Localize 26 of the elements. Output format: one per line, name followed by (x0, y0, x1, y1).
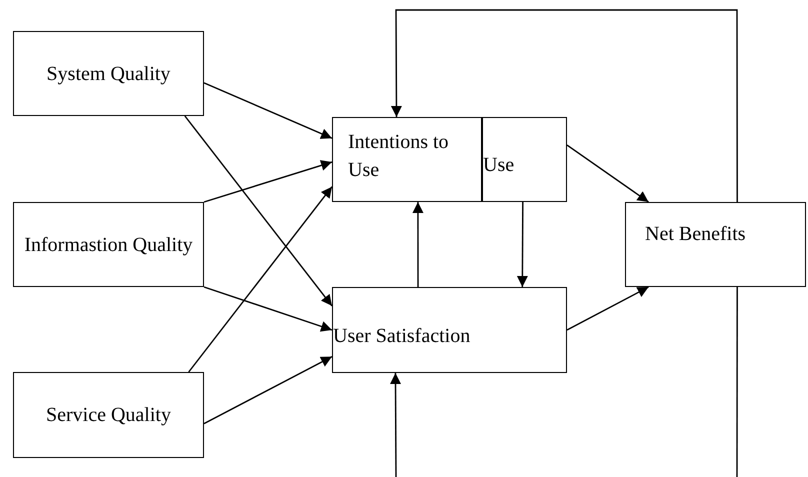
box-label: System Quality (46, 62, 170, 86)
box (625, 202, 806, 287)
arrow (204, 356, 332, 424)
box-label: Service Quality (46, 403, 171, 428)
box (13, 31, 204, 116)
arrow (184, 116, 333, 306)
arrow (566, 286, 649, 331)
box-label: Intentions to Use (348, 130, 450, 183)
box-label: Informastion Quality (24, 232, 193, 258)
arrow (516, 202, 528, 287)
arrow (188, 186, 333, 372)
box-label: Use (483, 152, 514, 178)
arrow (390, 9, 738, 202)
box (13, 202, 204, 287)
box (332, 287, 567, 373)
box-label: User Satisfaction (333, 324, 470, 349)
box-label: Net Benefits (645, 222, 746, 247)
box (332, 117, 482, 202)
box (13, 372, 204, 458)
box (482, 117, 567, 202)
arrow (204, 82, 332, 139)
arrow (566, 144, 649, 203)
arrow (204, 160, 332, 203)
arrow (390, 373, 401, 477)
arrow (204, 286, 332, 332)
arrow (412, 202, 424, 287)
